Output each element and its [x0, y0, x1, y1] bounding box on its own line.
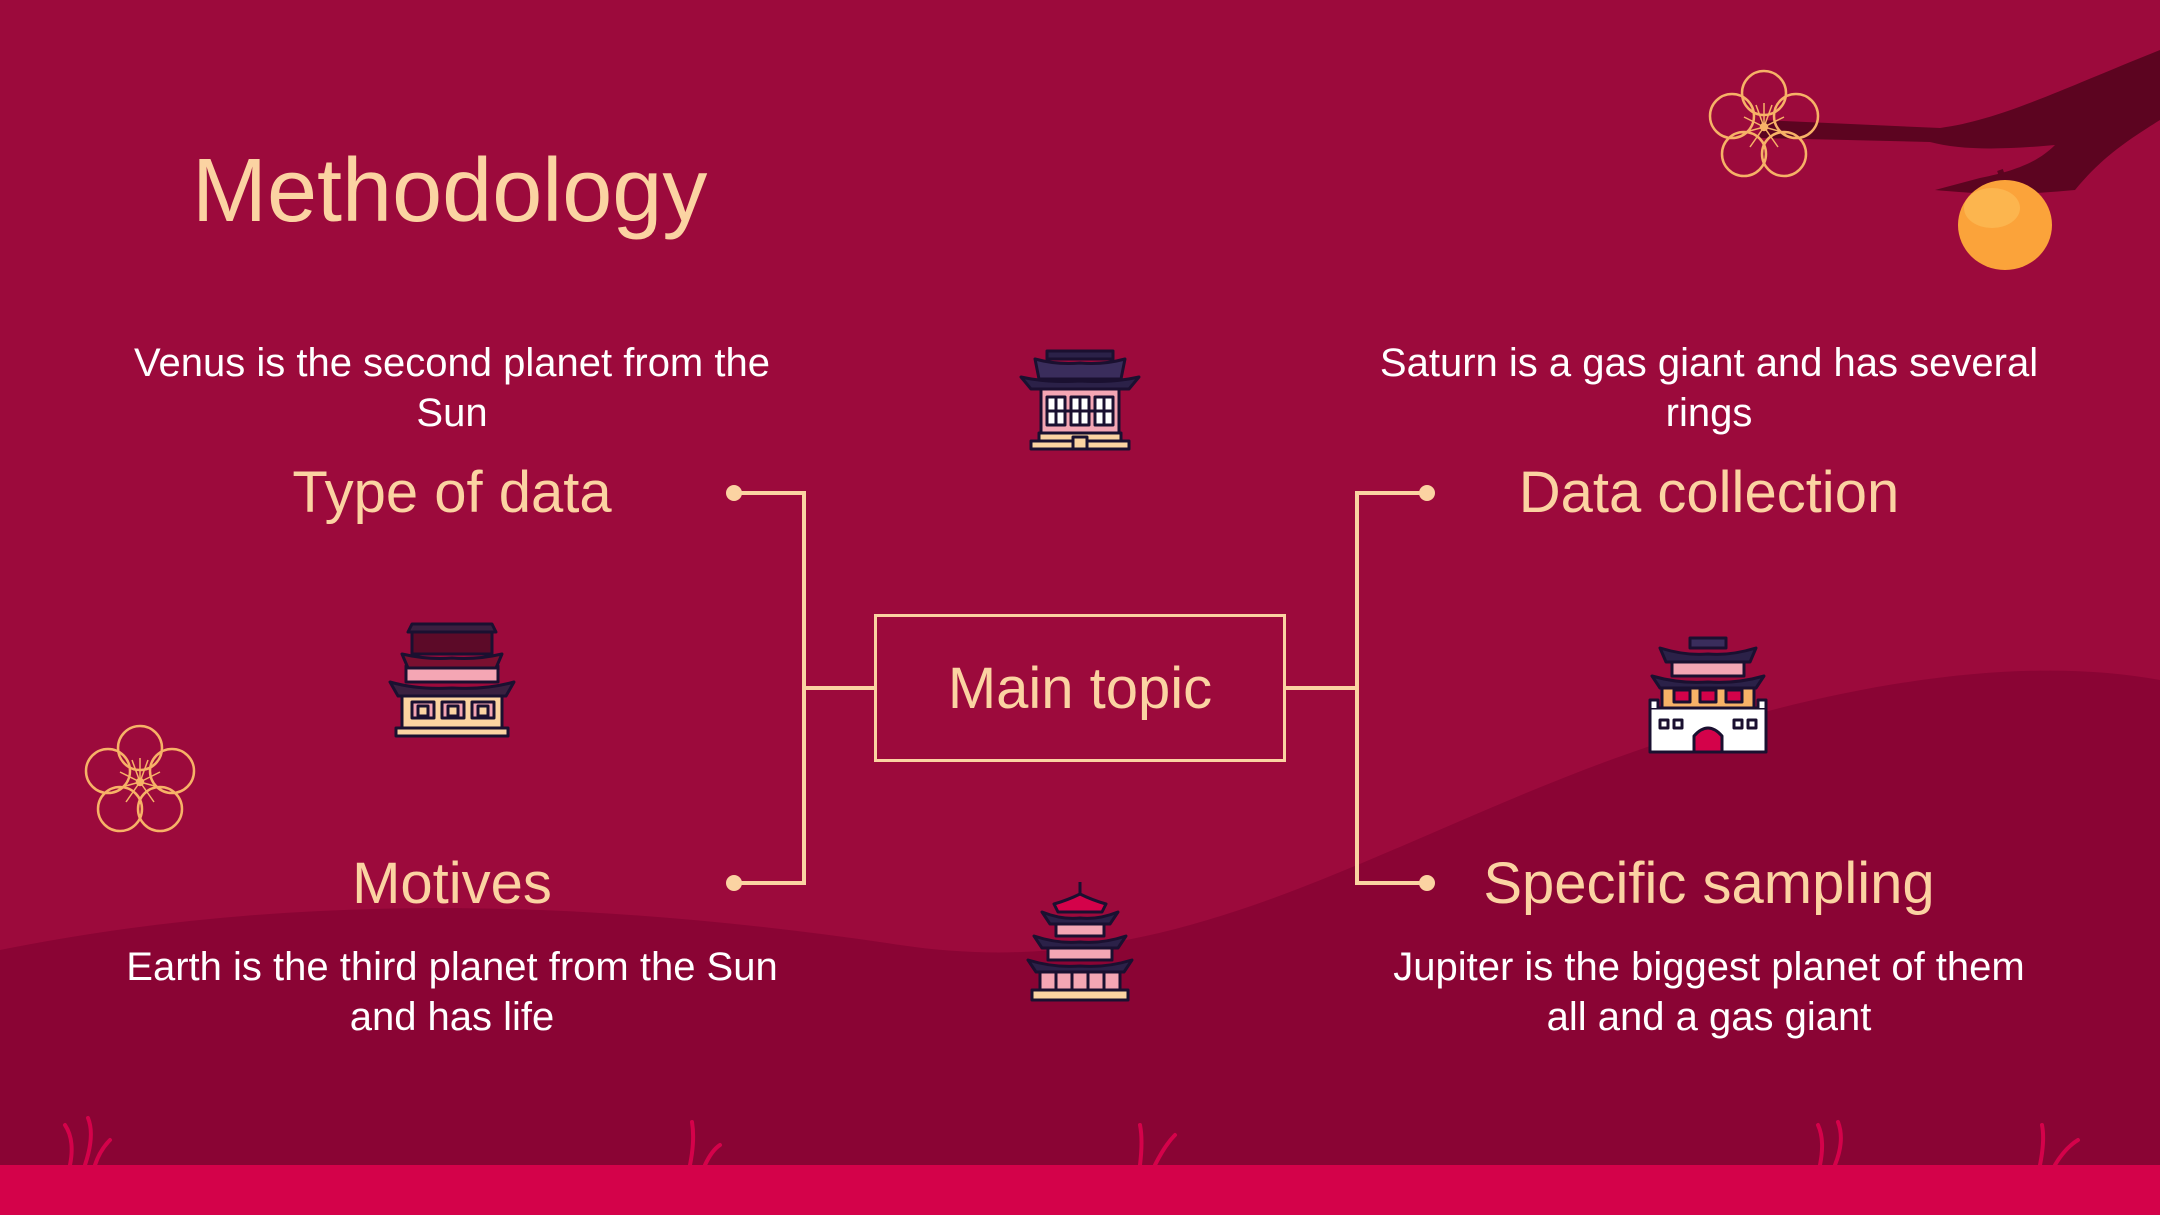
gate-icon: [1648, 636, 1768, 754]
grass-icon: [63, 1116, 2080, 1167]
item-description-specific-sampling: Jupiter is the biggest planet of them al…: [1393, 945, 2025, 1039]
item-description-type-of-data: Venus is the second planet from the Sun: [134, 341, 770, 435]
item-heading-type-of-data: Type of data: [292, 460, 612, 525]
connector-dot: [726, 485, 742, 501]
connector-dot: [1419, 485, 1435, 501]
hall-icon: [1019, 349, 1141, 451]
ground-strip: [0, 1165, 2160, 1215]
item-heading-specific-sampling: Specific sampling: [1483, 851, 1935, 916]
item-description-motives: Earth is the third planet from the Sun a…: [126, 945, 778, 1039]
connector-dot: [726, 875, 742, 891]
item-description-data-collection: Saturn is a gas giant and has several ri…: [1379, 341, 2039, 435]
page-title: Methodology: [192, 141, 708, 241]
pavilion-icon: [388, 622, 516, 738]
item-heading-motives: Motives: [352, 851, 552, 916]
item-heading-data-collection: Data collection: [1518, 460, 1900, 525]
plum-blossom-icon: [1708, 69, 1820, 178]
main-topic-box: Main topic: [874, 614, 1286, 762]
pagoda-icon: [1026, 882, 1134, 1002]
connector-dot: [1419, 875, 1435, 891]
main-topic-label: Main topic: [947, 655, 1213, 721]
plum-blossom-icon: [84, 724, 196, 833]
branch-icon: [1708, 50, 2160, 270]
orange-fruit-icon: [1958, 169, 2052, 270]
